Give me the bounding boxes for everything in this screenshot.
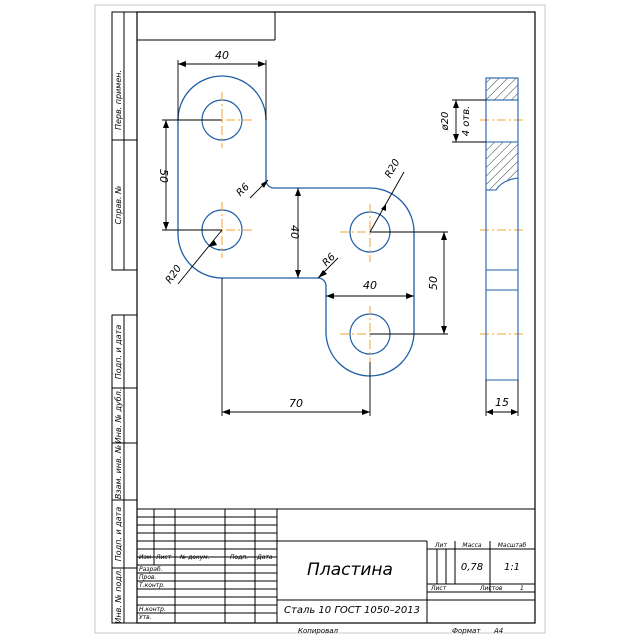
role-tkontr: Т.контр. [139, 582, 165, 589]
lit-label: Лит [434, 542, 447, 549]
dim-left-vertical: 50 [157, 169, 170, 183]
side-label-sprav-no: Справ. № [114, 186, 123, 225]
part-name: Пластина [307, 560, 393, 580]
header-n-dokum: № докум. [179, 554, 210, 561]
dim-right-width: 40 [363, 279, 377, 292]
main-frame [136, 11, 536, 624]
header-podp: Подп. [230, 554, 248, 561]
section-hatch-top [485, 77, 519, 101]
dim-middle-vertical: 40 [288, 225, 301, 239]
footer-copied: Копировал [298, 627, 339, 635]
footer-format-label: Формат [452, 627, 481, 635]
title-block-grid [136, 508, 536, 624]
side-view [485, 77, 519, 381]
dim-top-width: 40 [215, 49, 229, 62]
title-block-headers: Изм Лист № докум. Подп. Дата [139, 554, 273, 561]
dim-radius-small-top: R6 [235, 182, 252, 199]
material: Сталь 10 ГОСТ 1050–2013 [284, 605, 420, 616]
side-body [485, 178, 519, 381]
dim-radius-large-right: R20 [383, 157, 402, 180]
role-utv: Утв. [139, 614, 152, 621]
side-label-vzam-inv: Взам. инв. № [114, 445, 123, 499]
mass-label: Масса [462, 542, 481, 549]
top-stamp [137, 12, 276, 41]
dim-hole-count: 4 отв. [461, 106, 472, 137]
role-prov: Пров. [139, 574, 157, 581]
header-list: Лист [155, 554, 172, 561]
dim-thickness: 15 [495, 396, 509, 409]
mass-value: 0,78 [461, 562, 483, 573]
dim-right-vertical: 50 [427, 276, 440, 290]
scale-value: 1:1 [504, 562, 520, 573]
dim-hole-diameter: ø20 [440, 112, 451, 132]
sheets-value: 1 [520, 585, 524, 592]
scale-label: Масштаб [498, 542, 527, 549]
role-razrab: Разраб. [139, 566, 163, 573]
page-border [94, 4, 546, 634]
role-nkontr: Н.контр. [139, 606, 166, 613]
side-label-inv-podl: Инв. № подл. [114, 568, 123, 623]
side-label-perv-primen: Перв. примен. [114, 70, 123, 130]
header-izm: Изм [139, 554, 152, 561]
side-label-podp-data-2: Подп. и дата [114, 507, 123, 562]
sheet-label: Лист [430, 585, 447, 592]
arrowheads [163, 61, 447, 415]
footer-format-value: А4 [493, 627, 503, 635]
left-upper-strip [111, 11, 138, 271]
side-label-inv-dubl: Инв. № дубл. [114, 389, 123, 444]
dim-radius-small-bottom: R6 [321, 252, 338, 269]
dim-offset-horizontal: 70 [289, 397, 303, 410]
header-data: Дата [256, 554, 273, 561]
title-block-roles: Разраб. Пров. Т.контр. Н.контр. Утв. [139, 566, 166, 621]
sheets-label: Листов [479, 585, 503, 592]
section-hatch-bottom [485, 141, 519, 191]
side-arrowheads [453, 100, 518, 415]
left-lower-strip [111, 314, 138, 624]
side-label-podp-data-1: Подп. и дата [114, 325, 123, 380]
dim-radius-large-left: R20 [164, 263, 184, 285]
dimension-lines [162, 60, 448, 416]
